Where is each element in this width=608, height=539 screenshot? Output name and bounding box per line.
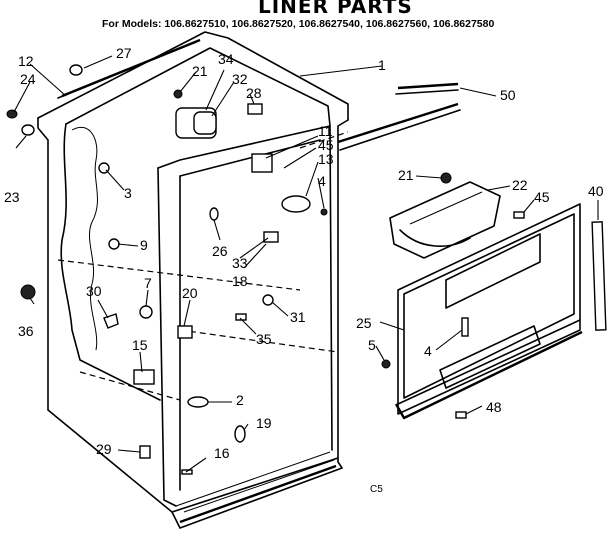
callout-11: 11 <box>318 123 333 139</box>
callout-50: 50 <box>500 87 516 103</box>
callout-12: 12 <box>18 53 34 69</box>
callout-22: 22 <box>512 177 528 193</box>
callout-18: 18 <box>232 273 248 289</box>
diagram-title: LINER PARTS <box>258 0 413 18</box>
part-30-icon <box>103 313 119 329</box>
part-18-icon <box>263 231 279 243</box>
callout-19: 19 <box>256 415 272 431</box>
callout-5: 5 <box>368 337 376 353</box>
callout-30: 30 <box>86 283 102 299</box>
callout-3: 3 <box>124 185 132 201</box>
callout-25: 25 <box>356 315 372 331</box>
callout-26: 26 <box>212 243 228 259</box>
callout-7: 7 <box>144 275 152 291</box>
part-28-icon <box>247 103 263 115</box>
model-list: For Models: 106.8627510, 106.8627520, 10… <box>102 18 495 30</box>
part-32-icon <box>193 111 217 135</box>
part-36-icon <box>20 284 36 300</box>
liner-cabinet <box>37 31 349 529</box>
callout-16: 16 <box>214 445 230 461</box>
part-24-icon <box>6 109 18 119</box>
callout-29: 29 <box>96 441 112 457</box>
small-parts <box>6 64 525 475</box>
callout-13: 13 <box>318 151 334 167</box>
callout-21b: 21 <box>398 167 414 183</box>
part-4b-icon <box>461 317 469 337</box>
callout-27: 27 <box>116 45 132 61</box>
callout-28: 28 <box>246 85 262 101</box>
part-31-icon <box>262 294 274 306</box>
leader-lines <box>13 55 599 473</box>
callout-labels: 1 2 3 4 4 5 7 9 11 12 13 15 16 18 19 20 … <box>4 45 604 495</box>
callout-36: 36 <box>18 323 34 339</box>
callout-15: 15 <box>132 337 148 353</box>
callout-20: 20 <box>182 285 198 301</box>
callout-48: 48 <box>486 399 502 415</box>
part-48-icon <box>455 411 467 419</box>
part-27-icon <box>69 64 83 76</box>
part-21b-icon <box>440 172 452 184</box>
part-11-icon <box>251 153 273 173</box>
callout-24: 24 <box>20 71 36 87</box>
callout-23: 23 <box>4 189 20 205</box>
callout-9: 9 <box>140 237 148 253</box>
callout-34: 34 <box>218 51 234 67</box>
part-14-icon <box>320 208 328 216</box>
part-35-icon <box>235 313 247 321</box>
callout-40: 40 <box>588 183 604 199</box>
callout-33: 33 <box>232 255 248 271</box>
part-45b-icon <box>513 211 525 219</box>
part-20-icon <box>177 325 193 339</box>
part-16-icon <box>181 469 193 475</box>
part-26-icon <box>209 207 219 221</box>
part-29-icon <box>139 445 151 459</box>
callout-45b: 45 <box>534 189 550 205</box>
part-13-icon <box>281 195 311 213</box>
callout-31: 31 <box>290 309 306 325</box>
part-15-icon <box>133 369 155 385</box>
part-19-icon <box>234 425 246 443</box>
callout-45a: 45 <box>318 137 334 153</box>
callout-1: 1 <box>378 57 386 73</box>
callout-35: 35 <box>256 331 272 347</box>
callout-4b: 4 <box>424 343 432 359</box>
air-duct-panel <box>337 82 607 420</box>
part-23-icon <box>21 124 35 136</box>
part-7-icon <box>139 305 153 319</box>
callout-4a: 4 <box>318 173 326 189</box>
part-2-icon <box>187 396 209 408</box>
part-9-icon <box>108 238 120 250</box>
callout-32: 32 <box>232 71 248 87</box>
callout-21a: 21 <box>192 63 208 79</box>
callout-2: 2 <box>236 392 244 408</box>
part-5-icon <box>381 359 391 369</box>
footer-code: C5 <box>370 484 383 495</box>
